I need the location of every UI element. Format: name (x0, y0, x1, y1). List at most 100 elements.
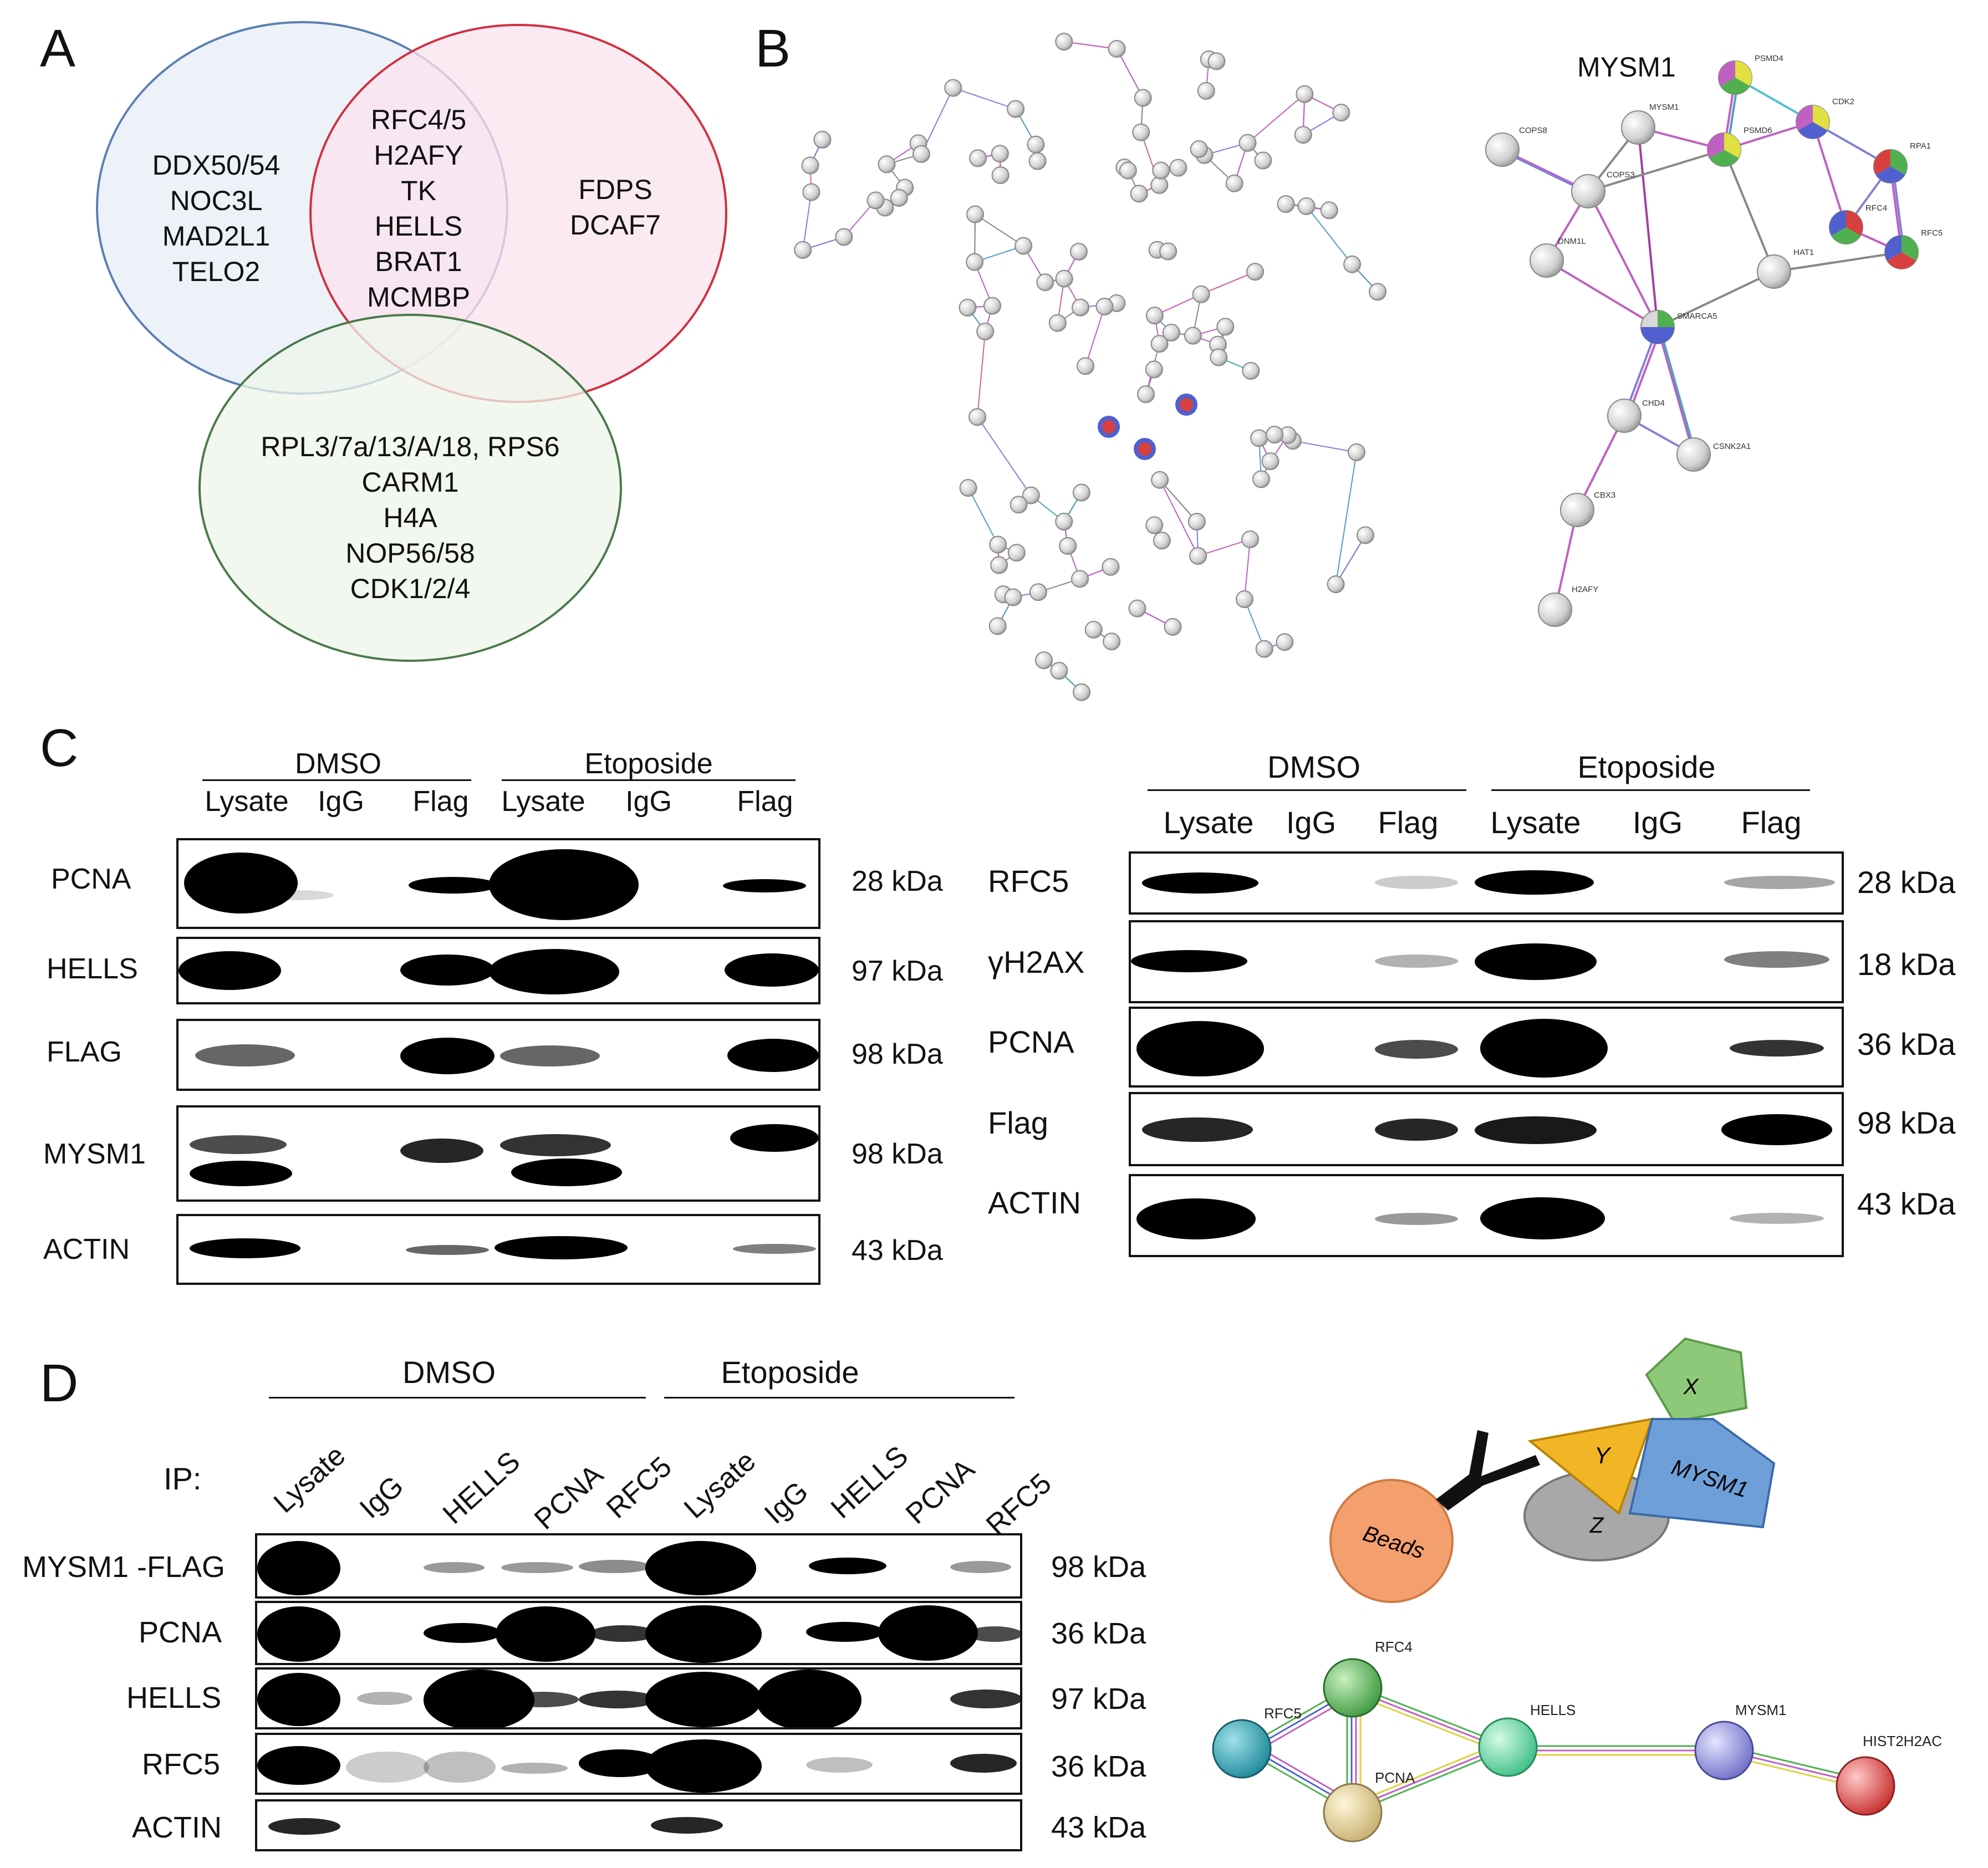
panel-letter-d: D (40, 1354, 79, 1413)
blot-row-label: MYSM1 -FLAG (22, 1550, 226, 1584)
blot-c-right-group-dmso: DMSO (1267, 749, 1360, 784)
network-node (1252, 470, 1270, 488)
network-node (966, 253, 984, 271)
node-label: CHD4 (1642, 399, 1665, 408)
node-mysm1 (1694, 1721, 1754, 1780)
network-node (1369, 283, 1387, 301)
lane-label: IgG (318, 785, 364, 818)
network-node (959, 479, 977, 497)
panel-letter-c: C (40, 718, 79, 778)
network-node (1007, 100, 1025, 118)
blot-kda-label: 98 kDa (852, 1038, 943, 1070)
blot-row-label: RFC5 (142, 1748, 221, 1781)
network-node (1184, 326, 1202, 345)
network-node (969, 149, 987, 167)
beads-shape (1329, 1479, 1454, 1603)
node-label: RFC5 (1921, 228, 1943, 238)
node-label: SMARCA5 (1677, 312, 1717, 321)
network-node (1069, 243, 1088, 261)
network-node (1145, 307, 1164, 325)
blot-c-left-group-dmso: DMSO (295, 748, 381, 780)
node-label: MYSM1 (1735, 1702, 1786, 1718)
lane-label: Lysate (205, 785, 289, 818)
network-node (1007, 544, 1026, 562)
blot-kda-label: 36 kDa (1051, 1617, 1146, 1650)
network-node (835, 228, 853, 246)
network-node (1320, 201, 1338, 220)
mysm1-network-nodes (1485, 60, 1919, 627)
node-hist2h2ac (1836, 1756, 1895, 1816)
network-node-highlighted (1175, 394, 1197, 416)
network-edge (1292, 440, 1357, 453)
network-node (912, 145, 930, 163)
network-edge (1116, 48, 1144, 99)
blot-strip-hells-d (255, 1667, 1022, 1729)
network-edge (1064, 41, 1117, 50)
node-label: COPS3 (1607, 170, 1635, 180)
network-node (1103, 632, 1121, 651)
network-node (966, 205, 985, 223)
network-node (1050, 662, 1068, 680)
blot-c-right-rule-dmso (1148, 789, 1466, 791)
network-node (801, 156, 819, 175)
blot-kda-label: 28 kDa (1857, 865, 1956, 900)
network-node (1162, 324, 1180, 342)
blot-strip-pcna-right (1129, 1007, 1844, 1088)
network-node (1059, 537, 1077, 555)
blot-kda-label: 43 kDa (852, 1234, 943, 1267)
network-node (802, 183, 820, 201)
blot-c-left-rule-dmso (202, 779, 471, 781)
network-edge (1335, 535, 1366, 585)
network-edge (1243, 539, 1251, 600)
blot-c-right-rule-etoposide (1491, 789, 1810, 791)
network-node (1255, 640, 1273, 658)
network-node (1187, 513, 1206, 531)
mysm1-network-edges (1502, 76, 1905, 610)
network-node (1073, 683, 1091, 701)
interaction-network-large (794, 33, 1387, 701)
blot-d-rule-etoposide (664, 1397, 1015, 1399)
panel-letter-a: A (40, 19, 76, 78)
lane-label: Lysate (1490, 805, 1581, 840)
lane-label: IgG (1286, 805, 1337, 840)
network-nodes (794, 33, 1387, 701)
blot-kda-label: 97 kDa (852, 955, 943, 987)
network-edge (1159, 479, 1199, 557)
blot-strip-hells (176, 937, 820, 1004)
network-node (1071, 298, 1089, 317)
node-pcna (1323, 1783, 1383, 1843)
node-label: PSMD6 (1744, 126, 1772, 135)
network-node (1130, 185, 1148, 203)
network-node (1034, 651, 1053, 670)
blot-d-group-etoposide: Etoposide (721, 1355, 859, 1390)
blot-row-label: Flag (988, 1105, 1048, 1140)
blot-strip-mysm1-flag (255, 1533, 1022, 1599)
lane-label: Flag (737, 785, 793, 818)
network-node (1210, 348, 1228, 366)
blot-d-group-dmso: DMSO (402, 1355, 496, 1390)
network-node (1254, 151, 1272, 170)
network-node (813, 131, 832, 149)
network-node (1150, 335, 1169, 353)
blot-row-label: PCNA (139, 1616, 222, 1649)
network-node (1145, 516, 1164, 534)
network-node (959, 299, 977, 317)
network-node (1084, 620, 1103, 639)
blot-kda-label: 36 kDa (1051, 1750, 1146, 1783)
network-node-highlighted (1098, 416, 1120, 438)
node-label: RFC4 (1865, 203, 1887, 213)
network-node (1266, 426, 1284, 444)
node-label: RFC4 (1375, 1639, 1413, 1655)
blot-row-label: RFC5 (988, 864, 1069, 899)
network-node (1296, 85, 1314, 103)
network-edge (1243, 599, 1265, 650)
network-edge (1335, 452, 1357, 585)
blot-kda-label: 36 kDa (1857, 1027, 1956, 1061)
network-edge (1085, 306, 1105, 366)
network-node (1119, 161, 1137, 180)
network-node (976, 323, 995, 341)
network-edge (1306, 206, 1353, 265)
